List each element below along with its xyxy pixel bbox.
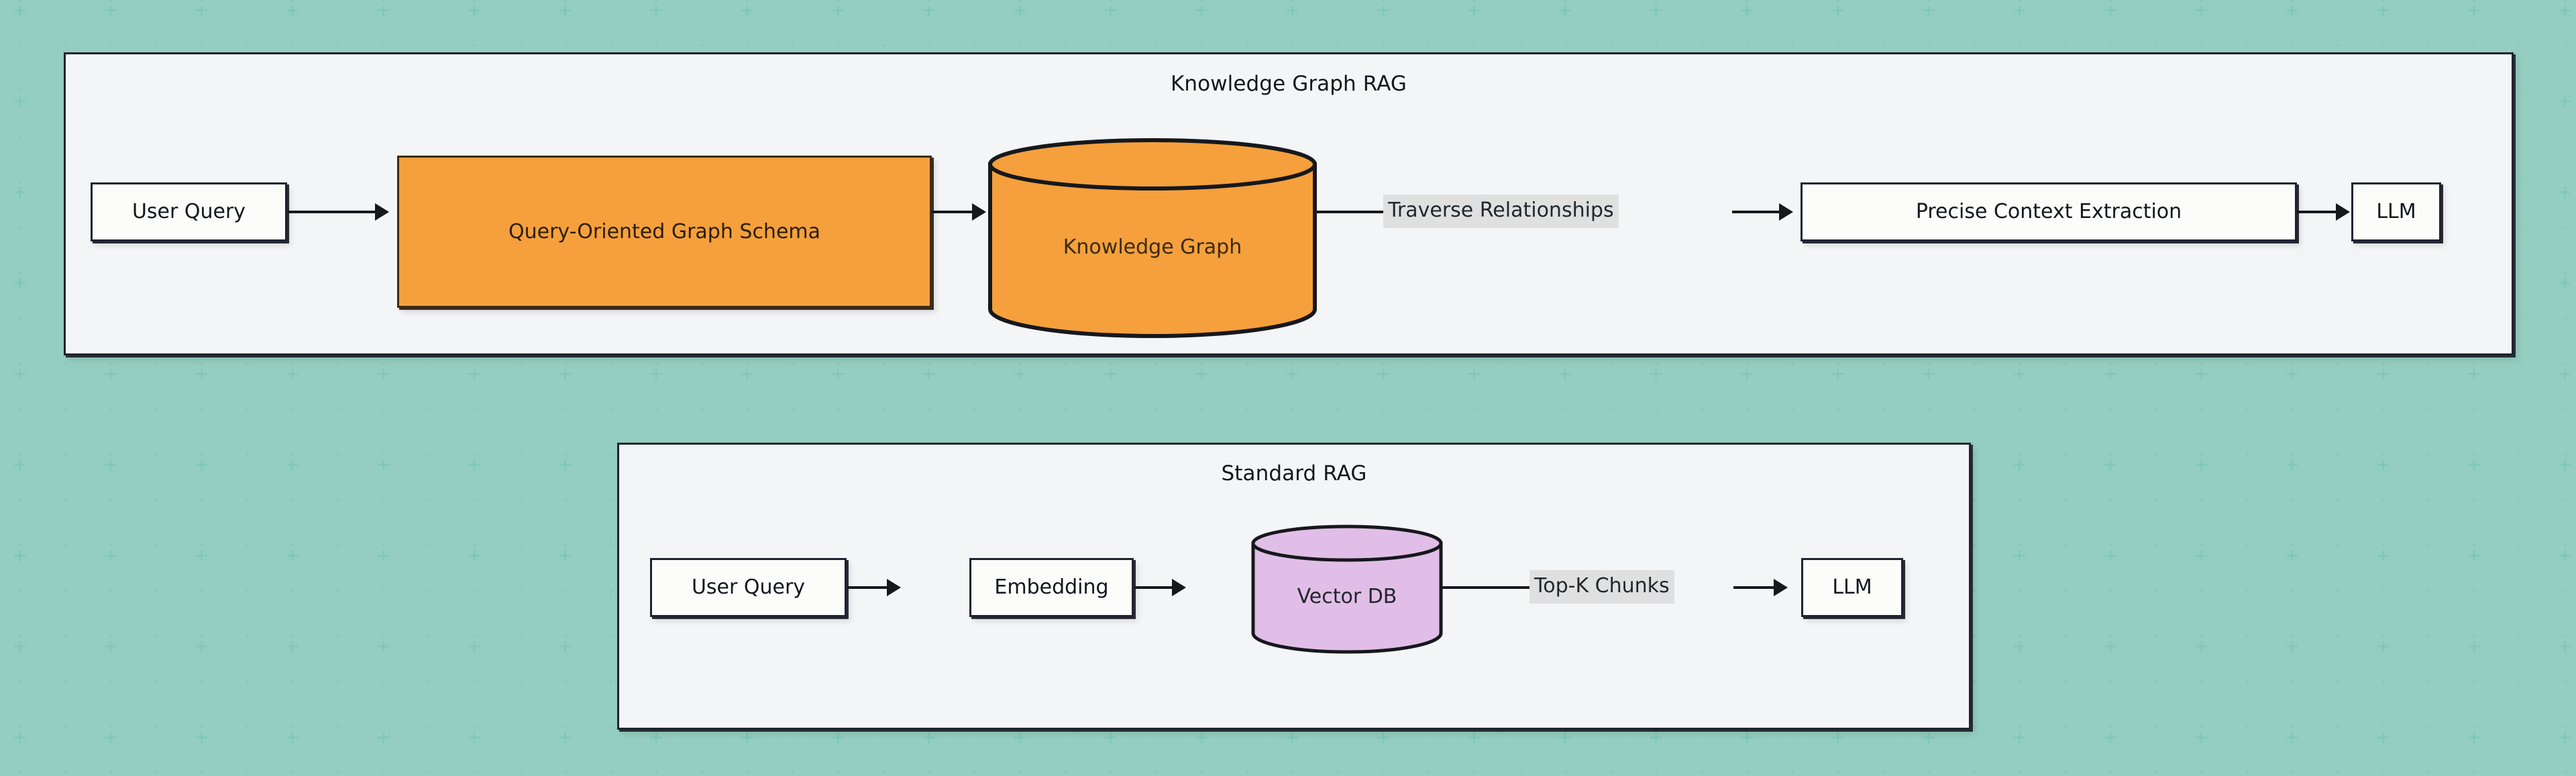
arrowhead-icon xyxy=(972,203,986,221)
node-kg-llm[interactable]: LLM xyxy=(2351,182,2441,241)
edge-std-query-to-embedding xyxy=(847,586,887,589)
edge-label-top-k-chunks: Top-K Chunks xyxy=(1529,570,1674,604)
arrowhead-icon xyxy=(887,579,901,596)
node-kg-knowledge-graph-store[interactable]: Knowledge Graph xyxy=(986,137,1319,338)
edge-kg-store-to-context-tail xyxy=(1732,211,1779,213)
node-std-vector-db[interactable]: Vector DB xyxy=(1250,523,1444,654)
node-std-embedding[interactable]: Embedding xyxy=(969,558,1134,617)
node-std-llm[interactable]: LLM xyxy=(1801,558,1903,617)
subgraph-title-knowledge-graph-rag: Knowledge Graph RAG xyxy=(1170,72,1407,96)
cylinder-shape-icon xyxy=(1251,524,1443,654)
arrowhead-icon xyxy=(1774,579,1788,596)
node-label: LLM xyxy=(2376,200,2416,224)
edge-std-embedding-to-vectordb xyxy=(1134,586,1172,589)
node-label: Knowledge Graph xyxy=(1063,235,1242,259)
edge-kg-store-to-context xyxy=(1316,211,1383,213)
edge-std-vectordb-to-llm xyxy=(1442,586,1529,589)
edge-kg-context-to-llm xyxy=(2297,211,2336,213)
arrowhead-icon xyxy=(375,203,389,221)
node-kg-precise-context-extraction[interactable]: Precise Context Extraction xyxy=(1801,182,2297,241)
node-kg-query-oriented-graph-schema[interactable]: Query-Oriented Graph Schema xyxy=(397,156,932,308)
node-label: User Query xyxy=(691,575,806,600)
node-label: Vector DB xyxy=(1297,585,1397,608)
arrowhead-icon xyxy=(1172,579,1186,596)
node-label: Precise Context Extraction xyxy=(1915,200,2182,224)
node-label: LLM xyxy=(1832,575,1872,600)
cylinder-shape-icon xyxy=(988,138,1317,338)
subgraph-title-standard-rag: Standard RAG xyxy=(1221,461,1367,486)
node-label: Embedding xyxy=(994,575,1109,600)
node-label: Query-Oriented Graph Schema xyxy=(508,219,821,243)
arrowhead-icon xyxy=(2336,203,2350,221)
node-std-user-query[interactable]: User Query xyxy=(650,558,847,617)
edge-std-vectordb-to-llm-tail xyxy=(1733,586,1774,589)
node-kg-user-query[interactable]: User Query xyxy=(91,182,287,241)
edge-label-traverse-relationships: Traverse Relationships xyxy=(1383,195,1619,228)
edge-kg-query-to-schema xyxy=(288,211,375,213)
node-label: User Query xyxy=(131,200,246,224)
arrowhead-icon xyxy=(1779,203,1793,221)
edge-kg-schema-to-store xyxy=(932,211,972,213)
